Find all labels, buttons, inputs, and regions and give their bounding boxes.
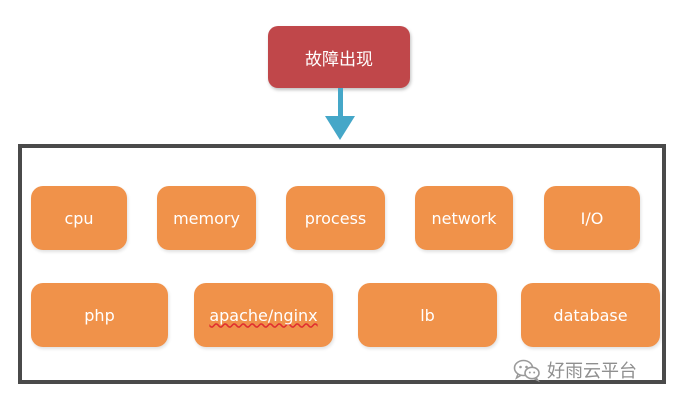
node-database: database <box>521 283 660 347</box>
node-apache-nginx: apache/nginx <box>194 283 333 347</box>
watermark-text: 好雨云平台 <box>547 361 637 382</box>
node-label: network <box>431 208 497 228</box>
flow-arrow-head-icon <box>325 116 355 140</box>
node-cpu: cpu <box>31 186 127 250</box>
watermark: 好雨云平台 <box>513 355 671 385</box>
node-lb: lb <box>358 283 497 347</box>
wechat-icon <box>513 359 540 382</box>
node-label: I/O <box>580 208 604 228</box>
node-process: process <box>286 186 385 250</box>
node-memory: memory <box>157 186 256 250</box>
node-label: process <box>304 208 367 228</box>
node-label: apache/nginx <box>209 305 318 325</box>
node-network: network <box>415 186 513 250</box>
node-label: php <box>84 305 115 325</box>
flow-arrow-shaft <box>338 88 343 118</box>
top-node-fault-occurs: 故障出现 <box>268 26 410 88</box>
top-node-label: 故障出现 <box>305 49 373 70</box>
node-label: cpu <box>64 208 94 228</box>
node-label: database <box>553 305 628 325</box>
categories-container <box>18 144 666 384</box>
node-io: I/O <box>544 186 640 250</box>
node-label: memory <box>173 208 240 228</box>
node-label: lb <box>420 305 435 325</box>
node-php: php <box>31 283 168 347</box>
